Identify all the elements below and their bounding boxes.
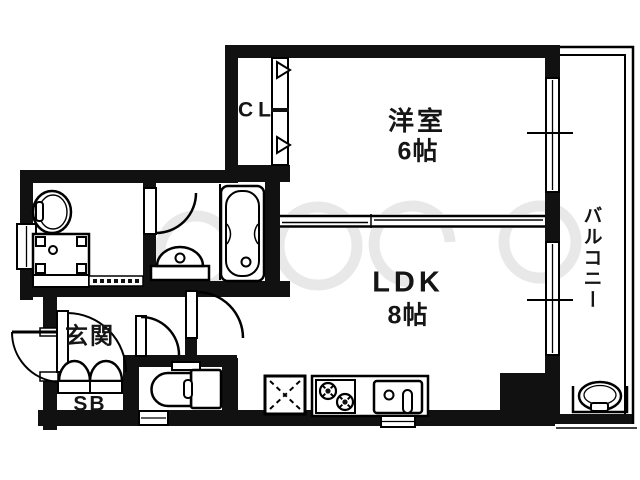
wall-segment — [20, 170, 238, 183]
wall-segment — [185, 337, 197, 367]
sliding-door — [280, 214, 545, 228]
closet-folding-door — [271, 57, 292, 166]
balcony-railing — [556, 45, 637, 429]
folding-screen-track — [88, 275, 144, 287]
room-label-ldk-size: 8帖 — [387, 301, 429, 330]
room-label-western-size: 6帖 — [397, 137, 439, 166]
wall-segment — [500, 373, 555, 417]
wash-basin-icon — [149, 245, 211, 282]
toilet-icon — [150, 361, 223, 410]
bathtub-icon — [219, 184, 266, 283]
gas-stove-icon — [315, 379, 356, 414]
utility-basin-icon — [31, 189, 73, 235]
wall-segment — [555, 414, 633, 424]
room-label-entrance: 玄関 — [65, 322, 115, 349]
entrance-door — [10, 327, 59, 383]
wall-segment — [123, 355, 139, 413]
burner — [335, 392, 355, 412]
window-bedroom-balcony — [527, 77, 573, 193]
room-label-western-name: 洋室 — [387, 106, 447, 136]
room-label-closet: CL — [238, 98, 276, 122]
toilet-door — [135, 315, 181, 357]
washing-machine-pan-icon — [31, 232, 91, 278]
wall-segment — [265, 170, 280, 297]
refrigerator-space-icon — [263, 374, 307, 416]
wall-segment — [545, 192, 560, 242]
balcony-sink-icon — [571, 380, 629, 414]
wall-segment — [225, 45, 238, 182]
washroom-door — [143, 187, 198, 235]
wall-segment — [228, 45, 560, 58]
counter-shelf — [32, 274, 90, 288]
shoe-box-doors — [57, 359, 124, 394]
wall-segment — [222, 358, 238, 413]
window-ldk-balcony — [527, 241, 573, 356]
windows — [16, 77, 573, 426]
window-bottom-wall — [138, 410, 169, 426]
burner — [318, 381, 338, 401]
walls — [20, 45, 633, 430]
room-label-ldk-name: LDK — [372, 266, 444, 299]
wall-segment — [545, 45, 560, 78]
kitchen-sink-icon — [372, 379, 424, 428]
room-label-balcony: バルコニー — [580, 205, 602, 311]
room-label-shoe-box: SB — [73, 392, 107, 416]
wall-segment — [43, 297, 57, 335]
hall-ldk-door — [185, 290, 245, 339]
